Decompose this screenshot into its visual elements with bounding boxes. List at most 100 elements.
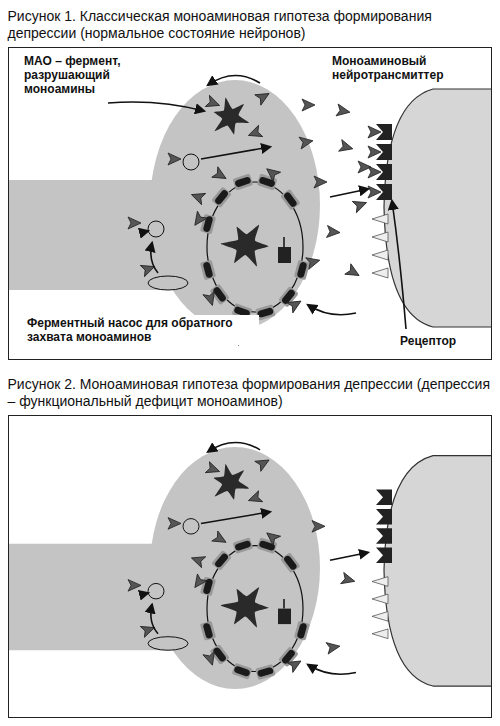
membrane-spike (372, 577, 388, 587)
synaptic-monoamine (358, 161, 371, 173)
pump-housing (255, 664, 276, 680)
reuptake-pump (257, 526, 282, 554)
synaptic-monoamine (306, 254, 322, 269)
monoamine (263, 164, 281, 181)
monoamine (128, 580, 141, 592)
monoamine (190, 211, 207, 229)
monoamine (168, 518, 181, 530)
pump-core (234, 176, 251, 188)
mao-enzyme (214, 97, 249, 134)
vesicle-core (221, 225, 269, 267)
figure-heading: Рисунок 1. Классическая моноаминовая гип… (8, 8, 492, 42)
monoamine (263, 528, 281, 545)
figure-panel: Рисунок 2. Моноаминовая гипотеза формиро… (8, 415, 492, 718)
pump-core (203, 261, 214, 278)
pump-housing (200, 577, 216, 597)
pump-housing (232, 663, 253, 680)
pump-housing (211, 550, 232, 571)
transporter (278, 247, 291, 263)
membrane-spike (372, 629, 388, 639)
arrow (140, 593, 148, 595)
reuptake-pump (280, 552, 300, 573)
pump-housing (232, 173, 253, 190)
axon-terminal (150, 447, 320, 689)
reuptake-pump (257, 162, 282, 191)
monoamine (246, 125, 262, 141)
pump-core (214, 189, 230, 206)
reuptake-pump (278, 286, 308, 316)
arrow (201, 147, 270, 159)
membrane-disc (148, 276, 188, 290)
membrane-spike (372, 612, 388, 622)
monoamine (189, 552, 205, 567)
vesicle (207, 182, 303, 312)
pump-core (297, 261, 308, 278)
postsynaptic-neuron (384, 89, 492, 327)
pump-core (257, 307, 274, 318)
synaptic-monoamine (299, 135, 314, 149)
monoamine (255, 88, 272, 105)
reuptake-pump (199, 643, 229, 671)
pump-core (214, 552, 230, 568)
reuptake-pump (294, 260, 310, 280)
mao-enzyme (214, 464, 249, 500)
monoamine (128, 217, 141, 229)
small-vesicle (183, 519, 199, 534)
receptor (376, 548, 392, 563)
monoamine (212, 531, 229, 547)
synaptic-monoamine (326, 640, 341, 654)
bound-monoamine (368, 146, 381, 158)
reuptake-pump (211, 186, 232, 208)
callout-label: Моноаминовый нейротрансмиттер (330, 53, 484, 83)
vesicle (207, 546, 303, 672)
receptor (376, 490, 392, 505)
reuptake-pump (232, 173, 253, 190)
monoamine (189, 189, 205, 205)
leader-line (392, 201, 406, 329)
monoamine (255, 455, 272, 471)
reuptake-pump (280, 189, 300, 211)
synapse-illustration (8, 75, 492, 345)
pump-housing (280, 552, 300, 573)
bound-monoamine (368, 126, 381, 138)
synaptic-monoamine (326, 225, 340, 238)
membrane-spike (372, 594, 388, 604)
pump-housing (200, 621, 216, 641)
monoamine (190, 574, 207, 591)
vesicle-core (221, 587, 269, 627)
reuptake-pump (188, 210, 216, 234)
synaptic-monoamine (302, 99, 315, 111)
membrane-spike (372, 232, 388, 242)
small-vesicle (148, 221, 164, 237)
arrow (330, 552, 368, 560)
reuptake-pump (211, 550, 232, 571)
pump-housing (200, 214, 216, 234)
arrow (151, 605, 158, 634)
synaptic-monoamine (312, 521, 325, 533)
arrow (308, 305, 356, 315)
synaptic-monoamine (341, 572, 357, 586)
synaptic-monoamine (339, 140, 355, 155)
callout-label: МАО – фермент, разрушающий моноамины (22, 53, 144, 97)
membrane-spike (372, 250, 388, 260)
membrane-disc (148, 637, 188, 651)
transporter (278, 609, 291, 624)
pump-core (283, 191, 298, 208)
monoamine (168, 153, 181, 165)
transporter-stem (283, 237, 285, 247)
reuptake-pump (255, 664, 276, 680)
pump-core (233, 665, 250, 677)
axon-terminal (150, 80, 320, 330)
reuptake-pump (232, 663, 253, 680)
reuptake-pump (200, 260, 216, 280)
reuptake-pump (294, 621, 310, 641)
transporter-stem (283, 599, 285, 609)
arrow (208, 75, 260, 85)
receptor (376, 528, 392, 543)
monoamine (212, 167, 229, 184)
synaptic-monoamine (352, 197, 368, 213)
bound-monoamine (368, 186, 381, 198)
